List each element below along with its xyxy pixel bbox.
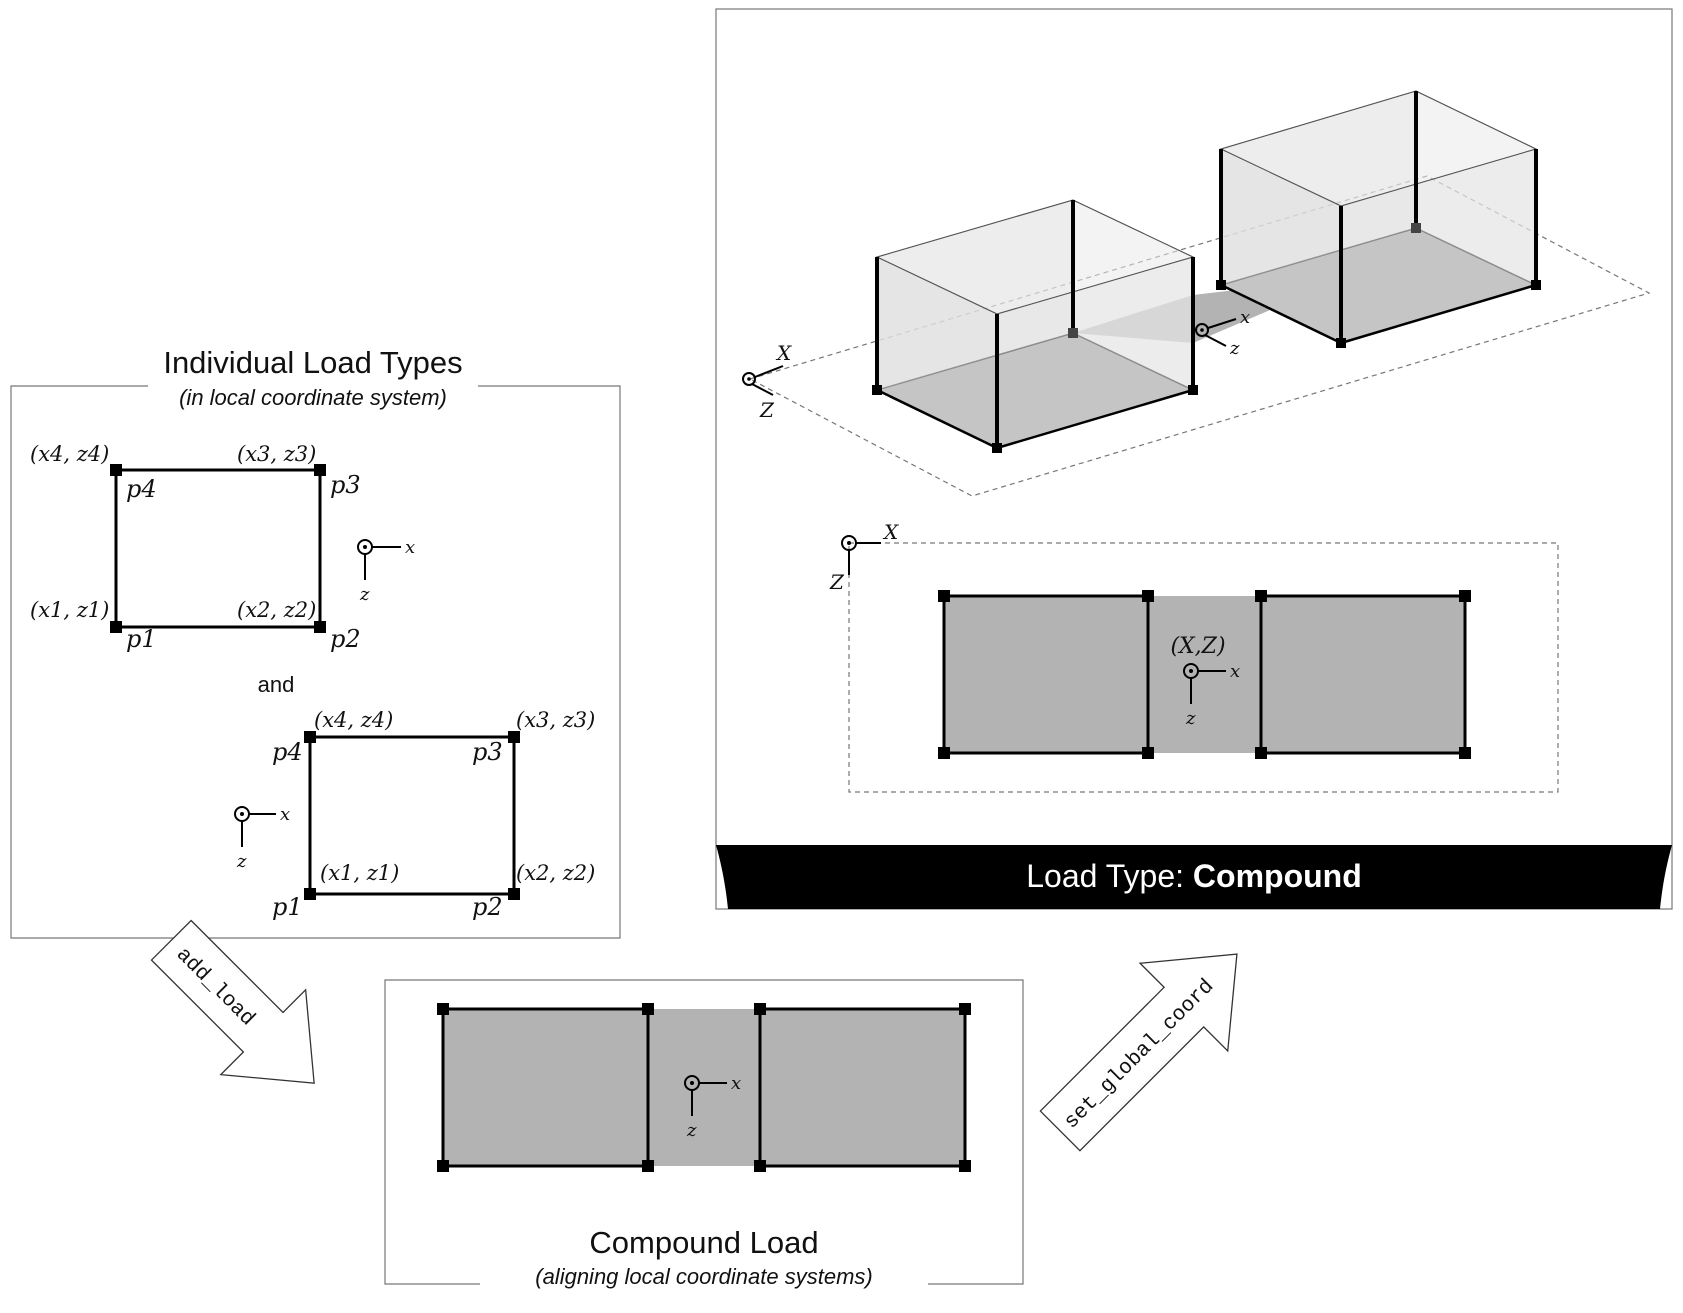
- node-marker: [508, 888, 520, 900]
- load-type-label: Load Type: Compound: [1026, 858, 1362, 894]
- local-axes-icon: x z: [1183, 661, 1240, 729]
- origin-label: (X,Z): [1170, 634, 1225, 659]
- svg-text:Z: Z: [829, 570, 845, 594]
- corner-label-2: (x2, z2): [237, 598, 316, 622]
- point-label-3: p3: [472, 738, 503, 766]
- node-marker: [1255, 590, 1267, 602]
- svg-text:x: x: [1230, 661, 1240, 682]
- compound-load-shape: x z: [437, 1003, 971, 1172]
- add-load-arrow: add_load: [150, 919, 315, 1084]
- load-type-value: Compound: [1193, 858, 1362, 894]
- svg-text:x: x: [280, 804, 290, 825]
- load-rectangle-2: (x4, z4) (x3, z3) (x1, z1) (x2, z2) p4 p…: [234, 708, 595, 921]
- local-axes-icon: x z: [234, 804, 290, 872]
- node-marker: [304, 731, 316, 743]
- node-marker: [508, 731, 520, 743]
- node-marker: [437, 1003, 449, 1015]
- svg-text:z: z: [359, 584, 370, 605]
- set-global-coord-label: set_global_coord: [1060, 975, 1219, 1134]
- node-marker: [959, 1003, 971, 1015]
- point-label-1: p1: [126, 625, 157, 653]
- node-marker: [1459, 590, 1471, 602]
- plan-view: X Z (X,Z) x z: [829, 520, 1559, 793]
- global-axes-icon: X Z: [742, 341, 792, 422]
- svg-text:Z: Z: [759, 398, 775, 422]
- node-marker: [642, 1160, 654, 1172]
- node-marker: [110, 621, 122, 633]
- node-marker: [938, 747, 950, 759]
- compound-load-panel: Compound Load (aligning local coordinate…: [384, 979, 1024, 1289]
- corner-label-4: (x4, z4): [30, 442, 109, 466]
- local-axes-icon: x z: [684, 1073, 741, 1141]
- corner-label-2: (x2, z2): [516, 861, 595, 885]
- svg-text:x: x: [1240, 307, 1250, 328]
- load-box-right: [1216, 90, 1541, 348]
- node-marker: [754, 1003, 766, 1015]
- svg-text:z: z: [236, 851, 247, 872]
- individual-load-types-panel: Individual Load Types (in local coordina…: [10, 345, 621, 939]
- node-marker: [314, 464, 326, 476]
- individual-title: Individual Load Types: [163, 345, 462, 380]
- node-marker: [642, 1003, 654, 1015]
- node-marker: [959, 1160, 971, 1172]
- load-type-banner: [716, 845, 1672, 909]
- load-type-panel: X Z: [715, 8, 1673, 910]
- local-axes-icon-3d: x z: [1195, 307, 1250, 359]
- svg-text:z: z: [1185, 708, 1196, 729]
- node-marker: [938, 590, 950, 602]
- node-marker: [110, 464, 122, 476]
- point-label-1: p1: [272, 893, 303, 921]
- svg-text:X: X: [775, 341, 792, 365]
- corner-label-1: (x1, z1): [30, 598, 109, 622]
- load-box-left: [872, 199, 1198, 453]
- node-marker: [314, 621, 326, 633]
- node-marker: [1142, 747, 1154, 759]
- node-marker: [1142, 590, 1154, 602]
- compound-subtitle: (aligning local coordinate systems): [535, 1264, 873, 1289]
- individual-subtitle: (in local coordinate system): [179, 385, 447, 410]
- global-axes-icon-plan: X Z: [829, 520, 899, 594]
- svg-text:X: X: [882, 520, 899, 544]
- point-label-3: p3: [330, 471, 361, 499]
- load-rectangle-1: (x4, z4) (x3, z3) (x1, z1) (x2, z2) p4 p…: [30, 442, 415, 653]
- node-marker: [1255, 747, 1267, 759]
- corner-label-3: (x3, z3): [237, 442, 316, 466]
- svg-text:z: z: [686, 1120, 697, 1141]
- connector-and: and: [258, 672, 295, 697]
- point-label-4: p4: [272, 738, 303, 766]
- global-plane: [748, 175, 1651, 497]
- point-label-2: p2: [472, 893, 503, 921]
- point-label-2: p2: [330, 625, 361, 653]
- svg-text:x: x: [731, 1073, 741, 1094]
- point-label-4: p4: [126, 475, 157, 503]
- node-marker: [304, 888, 316, 900]
- node-marker: [754, 1160, 766, 1172]
- node-marker: [437, 1160, 449, 1172]
- corner-label-4: (x4, z4): [314, 708, 393, 732]
- svg-text:z: z: [1229, 338, 1240, 359]
- set-global-coord-arrow: set_global_coord: [1039, 953, 1238, 1152]
- corner-label-1: (x1, z1): [320, 861, 399, 885]
- corner-label-3: (x3, z3): [516, 708, 595, 732]
- compound-title: Compound Load: [589, 1225, 818, 1260]
- local-axes-icon: x z: [357, 537, 415, 605]
- node-marker: [1459, 747, 1471, 759]
- svg-text:x: x: [405, 537, 415, 558]
